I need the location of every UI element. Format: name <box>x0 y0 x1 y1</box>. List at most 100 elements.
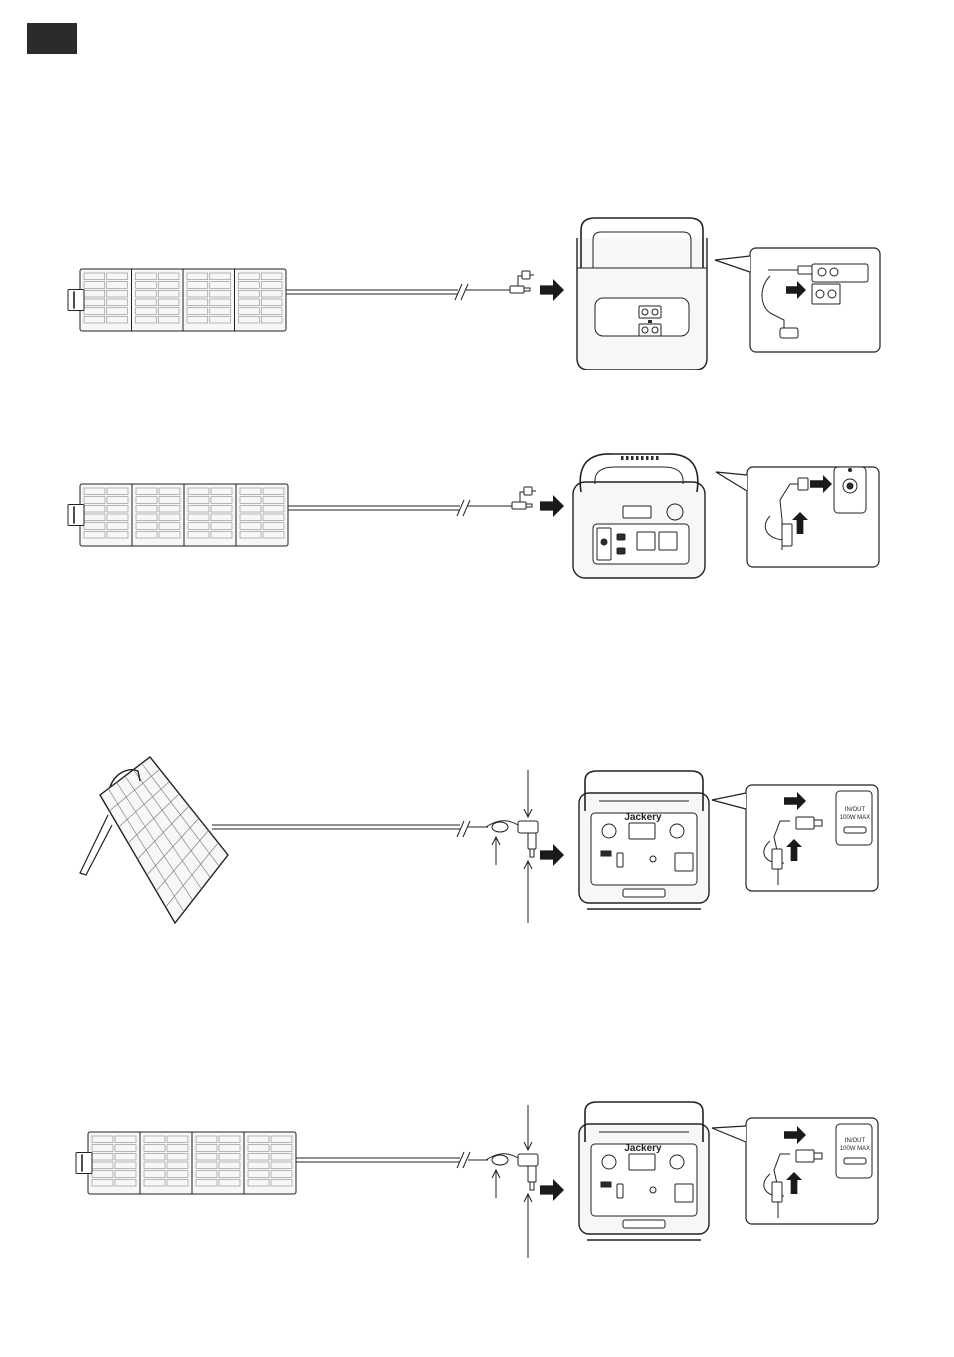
adapter-elbow-plug <box>522 271 530 279</box>
zoom-plug-elbow <box>780 328 798 338</box>
adapter-elbow-body <box>518 821 538 833</box>
usb-port-1 <box>617 534 625 540</box>
adapter-loop <box>492 1155 508 1165</box>
zoom-plug-elbow <box>798 478 808 490</box>
adapter-plug-body <box>528 1166 536 1182</box>
callout-pointer <box>712 1126 746 1142</box>
scene-1-legacy-station <box>0 210 954 370</box>
usb-c-adapter <box>486 1105 538 1258</box>
adapter-plug-body <box>528 833 536 849</box>
callout-pointer <box>712 793 746 809</box>
panel-pouch <box>68 289 84 310</box>
model-badge <box>623 1220 665 1228</box>
section-tag <box>27 23 77 54</box>
zoom-plug-body <box>796 1150 814 1162</box>
solar-panel-flat <box>76 1132 296 1194</box>
ac-outlet <box>675 1184 693 1202</box>
zoom-plug-tip <box>814 820 822 826</box>
adapter-plug-tip <box>530 849 534 857</box>
adapter-elbow-body <box>518 1154 538 1166</box>
station-display <box>629 823 655 839</box>
handle-grip <box>621 456 624 460</box>
scene-3-svg: Jackery IN/OUT 100W MAX <box>0 745 954 930</box>
port-indicator <box>648 320 652 323</box>
zoom-port-led <box>849 469 852 472</box>
port-label-line2: 100W MAX <box>840 815 870 821</box>
usb-c-adapter <box>486 770 538 923</box>
adapter-straight-body <box>510 286 524 293</box>
handle-grip <box>656 456 659 460</box>
handle-grip <box>646 456 649 460</box>
callout-pointer <box>716 472 747 491</box>
cable-break-mark <box>457 500 470 516</box>
zoom-plug-straight <box>782 524 792 546</box>
dc-adapter <box>508 271 534 293</box>
brand-label: Jackery <box>624 812 662 823</box>
arrow-connect <box>540 279 564 301</box>
zoom-usb-c-port <box>844 1158 866 1164</box>
solar-panel-flat <box>68 269 286 331</box>
solar-panel-flat <box>68 484 288 546</box>
zoom-callout <box>716 467 879 567</box>
port-label-line1: IN/OUT <box>845 1138 866 1144</box>
port-label-line1: IN/OUT <box>845 807 866 813</box>
adapter-elbow-plug <box>524 487 532 495</box>
zoom-plug-lower <box>772 1182 782 1202</box>
ac-outlet-1 <box>637 532 655 550</box>
scene-2-compact-station <box>0 440 954 580</box>
zoom-port-panel <box>834 467 866 513</box>
usb-c-port <box>617 1184 623 1198</box>
ac-outlet <box>675 853 693 871</box>
brand-label: Jackery <box>624 1143 662 1154</box>
solar-panel-standing <box>80 757 460 923</box>
handle-grip <box>636 456 639 460</box>
zoom-port-panel <box>812 264 868 282</box>
handle-grip <box>631 456 634 460</box>
usb-port-2 <box>617 548 625 554</box>
panel-pouch <box>68 504 84 525</box>
ac-outlet-2 <box>659 532 677 550</box>
cable-break-mark <box>455 284 468 300</box>
callout-pointer <box>715 256 750 272</box>
adapter-straight-tip <box>526 504 532 507</box>
usb-c-port-label <box>601 1182 611 1187</box>
zoom-plug-tip <box>814 1153 822 1159</box>
arrow-connect <box>540 1179 564 1201</box>
zoom-usb-c-port <box>844 827 866 833</box>
dc-port <box>601 539 607 545</box>
standing-panel-frame <box>100 757 228 923</box>
handle-grip <box>651 456 654 460</box>
power-station-jackery <box>579 771 709 909</box>
zoom-callout <box>712 1118 878 1224</box>
power-station-compact <box>573 454 705 580</box>
model-badge <box>623 889 665 897</box>
scene-1-svg <box>0 210 954 370</box>
zoom-plug-straight <box>798 266 812 274</box>
arrow-connect <box>540 844 564 866</box>
power-station-jackery <box>579 1102 709 1240</box>
zoom-callout <box>715 248 880 352</box>
power-station-legacy <box>577 218 707 370</box>
adapter-loop <box>492 822 508 832</box>
zoom-callout <box>712 785 878 891</box>
zoom-plug-lower <box>772 849 782 869</box>
scene-4-svg: Jackery IN/OUT 100W MAX <box>0 1100 954 1265</box>
usb-c-port-label <box>601 851 611 856</box>
adapter-straight-tip <box>524 288 530 291</box>
zoom-plug-body <box>796 817 814 829</box>
arrow-connect <box>540 495 564 517</box>
port-label-line2: 100W MAX <box>840 1146 870 1152</box>
zoom-port-inner <box>847 483 853 489</box>
adapter-straight-body <box>512 502 526 509</box>
scene-2-svg <box>0 440 954 580</box>
scene-3-standing-panel: Jackery IN/OUT 100W MAX <box>0 745 954 930</box>
adapter-plug-tip <box>530 1182 534 1190</box>
usb-c-port <box>617 853 623 867</box>
handle-grip <box>641 456 644 460</box>
scene-4-flat-panel-jackery: Jackery IN/OUT 100W MAX <box>0 1100 954 1265</box>
panel-kickstand <box>80 815 112 875</box>
station-display <box>623 506 651 518</box>
station-display <box>629 1154 655 1170</box>
dc-adapter <box>510 487 536 509</box>
panel-pouch <box>76 1152 92 1173</box>
